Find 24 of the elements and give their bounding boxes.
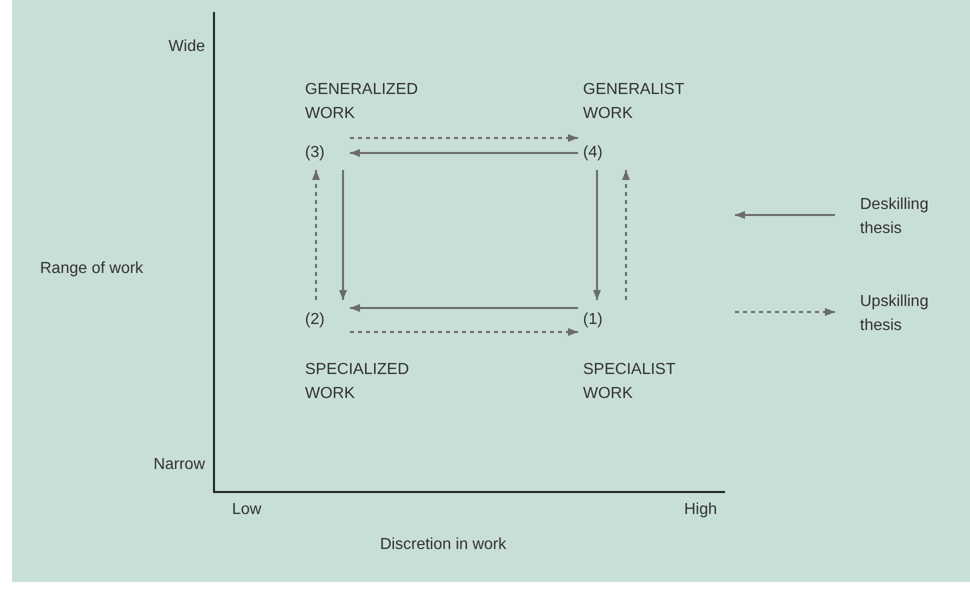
axis-label: Wide <box>168 37 205 57</box>
arrow <box>350 304 578 312</box>
quadrant-number: (3) <box>305 144 325 162</box>
quadrant-label: GENERALIST WORK <box>583 80 686 124</box>
arrow <box>350 328 578 336</box>
axis-title: Range of work <box>40 259 144 279</box>
axis-label: High <box>683 500 717 520</box>
axis-label: Low <box>232 500 262 520</box>
legend-label: Upskilling thesis <box>860 292 930 336</box>
quadrant-label: SPECIALIZED WORK <box>305 360 410 404</box>
arrow <box>339 170 347 300</box>
quadrant-number: (4) <box>583 144 603 162</box>
arrow <box>350 134 578 142</box>
arrow <box>593 170 601 300</box>
arrow <box>312 170 320 300</box>
arrow <box>350 149 578 157</box>
arrow <box>622 170 630 300</box>
legend-label: Deskilling thesis <box>860 195 930 239</box>
quadrant-label: SPECIALIST WORK <box>583 360 676 404</box>
quadrant-number: (2) <box>305 311 325 329</box>
axis-label: Narrow <box>152 455 205 475</box>
quadrant-number: (1) <box>583 311 603 329</box>
axis-title: Discretion in work <box>380 535 506 555</box>
quadrant-label: GENERALIZED WORK <box>305 80 419 124</box>
